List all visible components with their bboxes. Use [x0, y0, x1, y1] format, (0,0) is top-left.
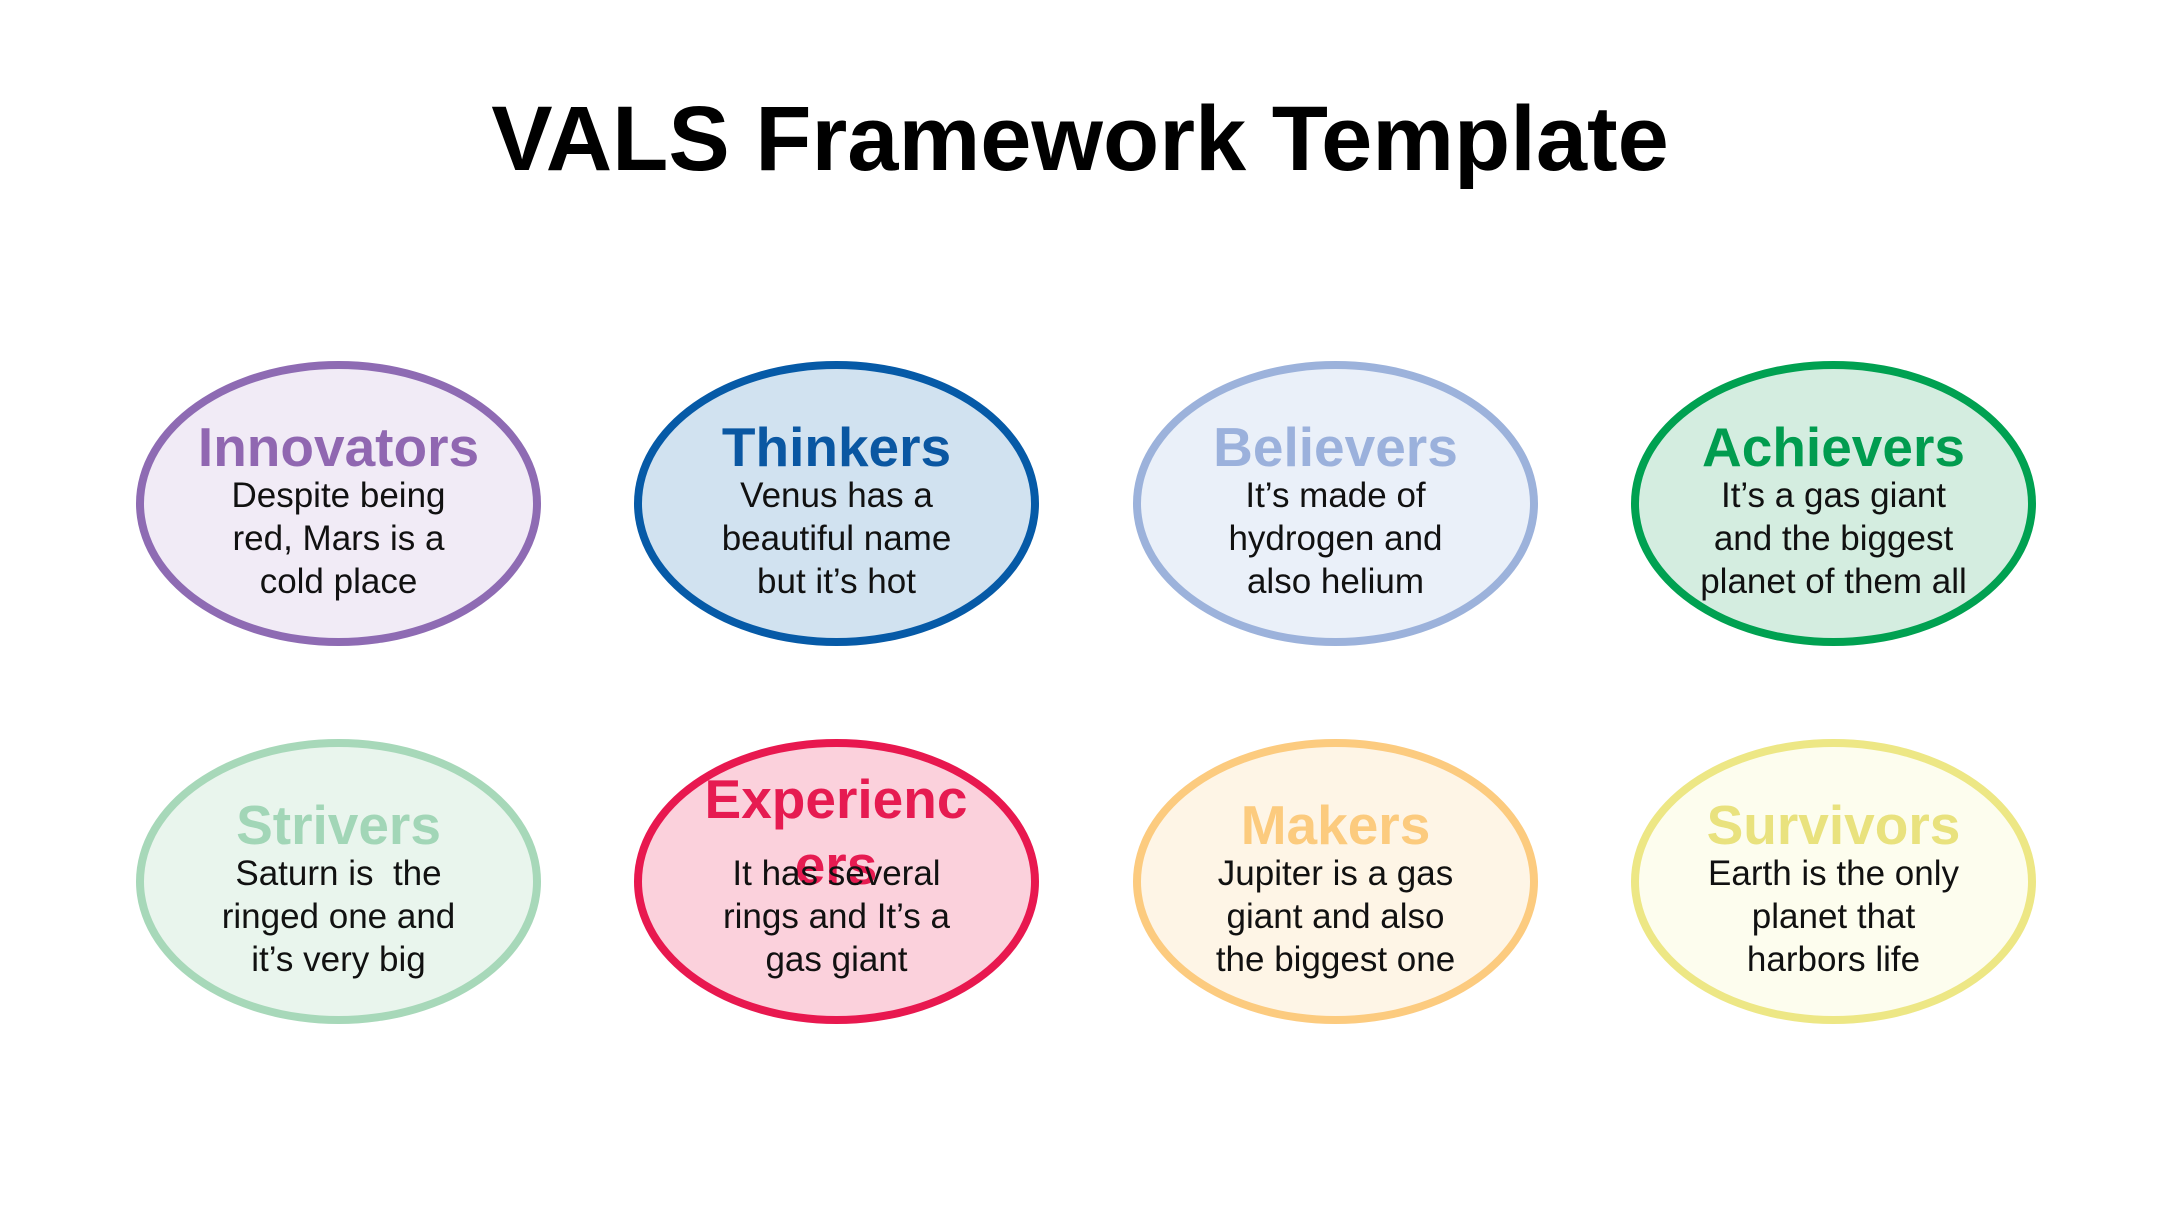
- label-innovators: Innovators: [197, 416, 480, 478]
- ellipse-experiencers: [634, 739, 1039, 1024]
- label-strivers: Strivers: [236, 794, 441, 856]
- ellipse-achievers: [1631, 361, 2036, 646]
- slide-title: VALS Framework Template: [491, 88, 1669, 190]
- ellipse-innovators: [136, 361, 541, 646]
- label-makers: Makers: [1240, 794, 1431, 856]
- ellipse-makers: [1133, 739, 1538, 1024]
- label-survivors: Survivors: [1706, 794, 1961, 856]
- label-believers: Believers: [1213, 416, 1458, 478]
- ellipse-believers: [1133, 361, 1538, 646]
- ellipse-strivers: [136, 739, 541, 1024]
- label-thinkers: Thinkers: [721, 416, 952, 478]
- ellipse-survivors: [1631, 739, 2036, 1024]
- ellipse-thinkers: [634, 361, 1039, 646]
- label-achievers: Achievers: [1702, 416, 1965, 478]
- label-experiencers: Experiencers: [704, 768, 968, 896]
